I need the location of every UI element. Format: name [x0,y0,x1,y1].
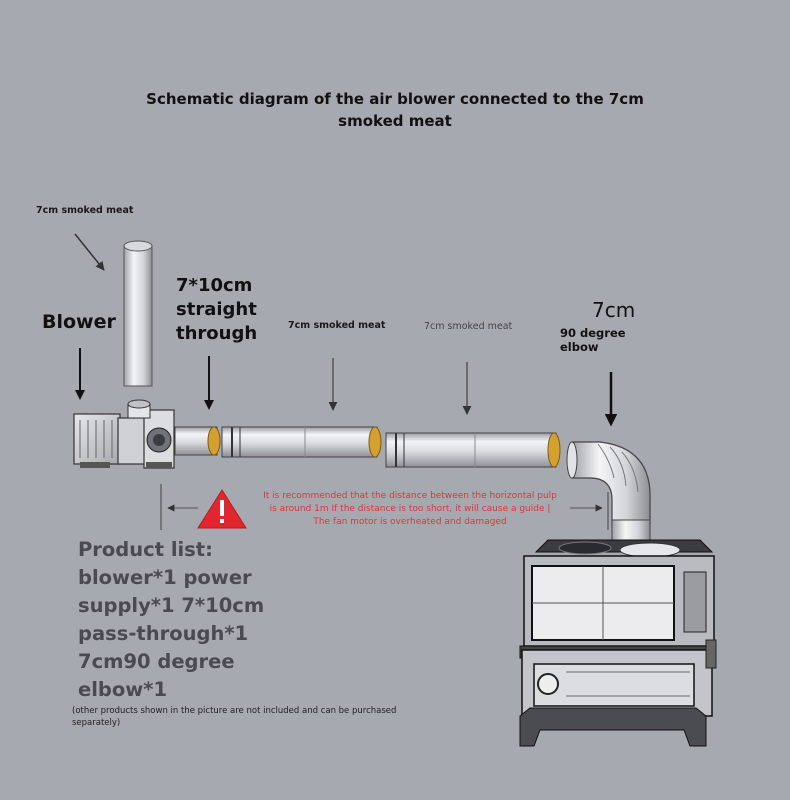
distance-indicator [160,484,609,530]
straight-line-1: 7*10cm [176,275,253,296]
product-list-line-3: supply*1 7*10cm [78,594,265,617]
title-line-1: Schematic diagram of the air blower conn… [146,90,644,108]
pipe-segment-2 [385,432,561,468]
warning-text: It is recommended that the distance betw… [240,490,580,529]
blower-illustration [73,399,175,469]
diagram-title: Schematic diagram of the air blower conn… [0,88,790,132]
warning-line-1: It is recommended that the distance betw… [263,491,557,501]
elbow-line-2: elbow [560,340,599,354]
elbow-line-1: 90 degree [560,326,626,340]
purchase-note: (other products shown in the picture are… [72,705,422,729]
straight-through-connector [174,426,221,456]
warning-icon [197,489,247,529]
label-straight-through: 7*10cm straight through [176,274,257,346]
straight-line-2: straight [176,299,257,320]
warning-line-2: is around 1m If the distance is too shor… [269,504,551,514]
warning-line-3: The fan motor is overheated and damaged [313,517,507,527]
stove-illustration [519,539,717,747]
product-list-heading: Product list: [78,538,213,561]
label-elbow-size: 7cm [592,298,636,322]
product-list: Product list: blower*1 power supply*1 7*… [78,536,308,704]
note-line-2: separately) [72,718,121,728]
label-elbow: 90 degree elbow [560,326,626,354]
label-blower: Blower [42,311,116,333]
label-vertical-pipe: 7cm smoked meat [36,205,134,216]
product-list-line-2: blower*1 power [78,566,252,589]
product-list-line-6: elbow*1 [78,678,168,701]
title-line-2: smoked meat [338,112,452,130]
product-list-line-4: pass-through*1 [78,622,249,645]
straight-line-3: through [176,323,258,344]
label-pipe-1: 7cm smoked meat [288,320,386,331]
label-pipe-2: 7cm smoked meat [424,321,513,332]
product-list-line-5: 7cm90 degree [78,650,235,673]
arrow-vertical-pipe [74,233,105,271]
vertical-pipe [123,240,153,387]
note-line-1: (other products shown in the picture are… [72,706,397,716]
pipe-segment-1 [221,426,382,458]
